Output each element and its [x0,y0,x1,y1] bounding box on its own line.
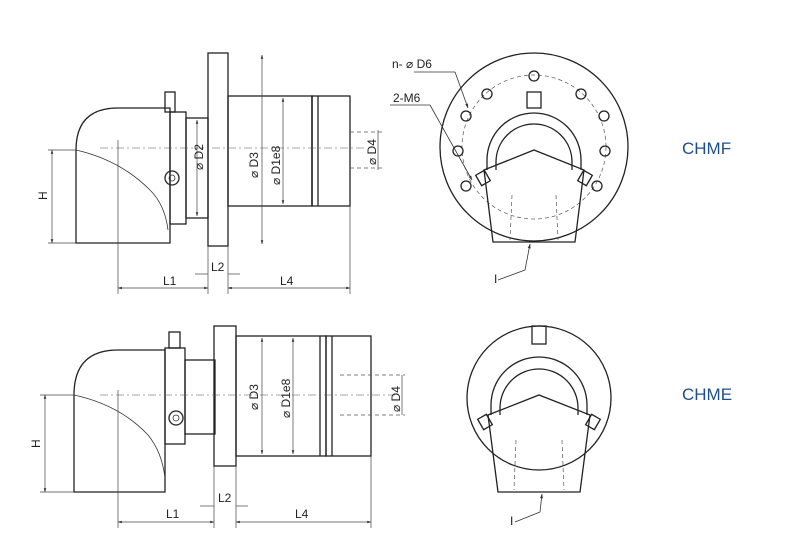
bolt-hole [598,110,610,122]
bolt-hole [460,110,472,122]
flange [207,52,229,247]
label-h: H [36,191,50,200]
label-h: H [29,439,43,448]
bolt-hole [460,180,472,192]
flange [213,325,237,467]
model-chmf: CHMF [682,139,731,158]
label-d3: ⌀ D3 [247,384,261,410]
model-chme: CHME [682,385,732,404]
coupling [169,111,187,225]
chmf-front-view [390,52,629,281]
label-d4: ⌀ D4 [389,386,403,412]
flange-circle [439,52,629,242]
nipple [164,91,176,113]
elbow-body [73,349,166,493]
label-i-top: I [494,272,497,286]
coupling [164,347,186,445]
bolt-hole [528,70,540,82]
label-l1: L1 [166,507,180,521]
label-l1: L1 [163,274,177,288]
bolt-hole [591,180,603,192]
knob [164,170,180,186]
elbow-body [75,107,171,244]
label-d2: ⌀ D2 [192,144,206,170]
label-m6: 2-M6 [393,91,421,105]
label-l4: L4 [280,274,294,288]
label-d1e8: ⌀ D1e8 [279,378,293,418]
chmf-side-view [48,52,385,294]
chme-side-view [40,325,405,528]
label-d4: ⌀ D4 [365,139,379,165]
bolt-hole [575,88,587,100]
label-n-d6: n- ⌀ D6 [392,57,432,71]
flange-circle [466,325,612,471]
label-i-bottom: I [510,514,513,528]
bolt-hole [481,88,493,100]
label-d3: ⌀ D3 [247,152,261,178]
nipple [168,331,181,349]
bolt-hole [599,145,611,157]
label-l2: L2 [211,260,225,274]
label-l2: L2 [218,491,232,505]
knob [168,410,184,426]
bolt-hole [452,145,464,157]
chme-front-view [466,325,612,523]
label-l4: L4 [295,507,309,521]
label-d1e8: ⌀ D1e8 [269,145,283,185]
